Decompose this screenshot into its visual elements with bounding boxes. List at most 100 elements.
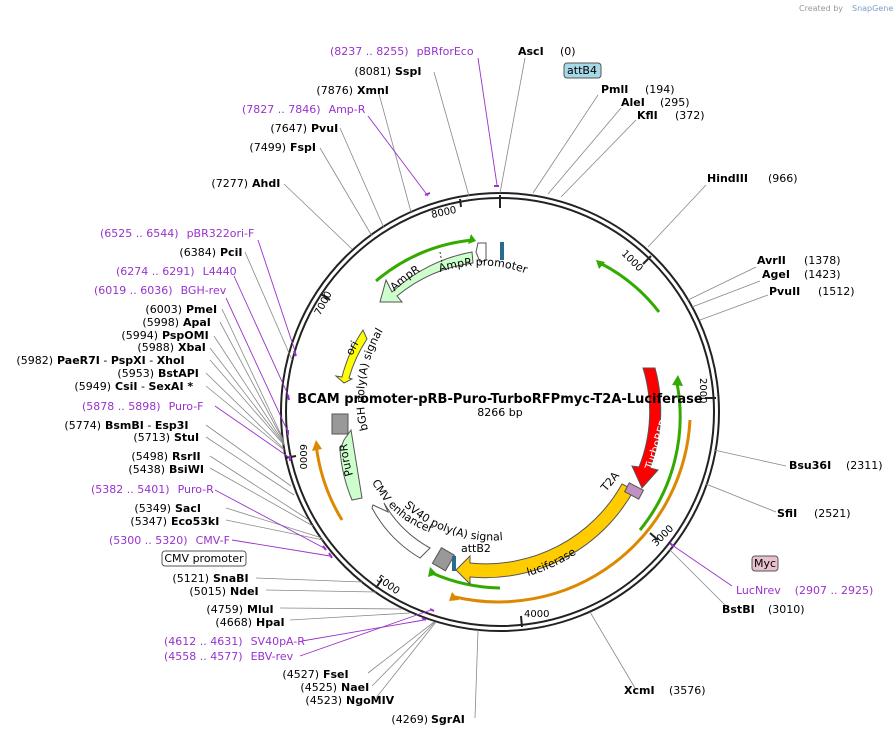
site-rsrii-pos: (5498) [131,450,168,463]
primer-bghrev: (6019 .. 6036)BGH-rev [94,284,227,297]
site-sgrai-name: SgrAI [431,713,465,726]
primer-ebvrev: (4558 .. 4577)EBV-rev [164,650,294,663]
ticks [284,195,716,628]
feature-arc-heads [312,234,683,601]
cmv-promoter-box: CMV promoter [161,550,247,567]
tick-1000: 1000 [619,248,645,274]
site-bsiwi-pos: (5438) [128,463,165,476]
site-hindiii-pos: (966) [768,172,798,185]
site-csii-pos: (5949) [74,380,111,393]
cmv-promoter-label: CMV promoter [164,552,244,565]
site-sspi-pos: (8081) [354,65,391,78]
site-snabi-pos: (5121) [172,572,209,585]
ori-feature [334,328,368,384]
site-bsu36i-pos: (2311) [846,459,883,472]
site-labels-left: SgrAI (4269) NgoMIV (4523) NaeI (4525) F… [16,65,464,726]
site-bsu36i-name: Bsu36I [789,459,831,472]
site-ahdi-pos: (7277) [211,177,248,190]
site-pcii-pos: (6384) [179,246,216,259]
primer-labels: (8237 .. 8255)pBRforEco (7827 .. 7846)Am… [82,45,873,663]
site-sfii-pos: (2521) [814,507,851,520]
ampr-promoter [475,242,504,263]
site-pmli-pos: (194) [645,83,675,96]
brand-snapgene: SnapGene [852,4,893,13]
primer-pbr322ori: (6525 .. 6544)pBR322ori-F [100,227,254,240]
site-fsei-name: FseI [323,668,349,681]
site-hpai-name: HpaI [256,616,285,629]
primer-cmvf: (5300 .. 5320)CMV-F [109,534,230,547]
primer-ampr: (7827 .. 7846)Amp-R [242,103,366,116]
site-agei-name: AgeI [762,268,790,281]
site-bsiwi-name: BsiWI [169,463,204,476]
site-pmei-pos: (6003) [145,303,182,316]
site-snabi-name: SnaBI [213,572,249,585]
primer-puror: (5382 .. 5401)Puro-R [91,483,214,496]
tick-8000: 8000 [430,205,457,221]
site-avrii-pos: (1378) [804,254,841,267]
site-bstapi-pos: (5953) [117,367,154,380]
tick-6000: 6000 [297,444,308,469]
site-bsmbi-pos: (5774) [64,419,101,432]
site-paer7i-name: PaeR7I - PspXI - XhoI [57,354,185,367]
cmv-enhancer [371,502,431,559]
site-agei-pos: (1423) [804,268,841,281]
primer-lucnrev: LucNrev(2907 .. 2925) [736,584,873,597]
site-alei-pos: (295) [660,96,690,109]
site-ndei-name: NdeI [230,585,259,598]
site-bstbi-name: BstBI [722,603,755,616]
primer-pbrforeco: (8237 .. 8255)pBRforEco [330,45,474,58]
site-paer7i-pos: (5982) [16,354,53,367]
site-bstbi-pos: (3010) [768,603,805,616]
site-pvui-pos: (7647) [270,122,307,135]
site-rsrii-name: RsrII [172,450,201,463]
site-xmni-pos: (7876) [316,84,353,97]
plasmid-title: BCAM promoter-pRB-Puro-TurboRFPmyc-T2A-L… [297,392,703,407]
site-alei-name: AleI [621,96,645,109]
myc-label: Myc [754,557,776,570]
site-pcii-name: PciI [220,246,242,259]
site-sgrai-pos: (4269) [391,713,428,726]
site-xbai-pos: (5988) [137,341,174,354]
site-bstapi-name: BstAPI [158,367,199,380]
turborfp-feature [631,367,662,489]
site-pspomi-pos: (5994) [121,329,158,342]
site-hindiii-name: HindIII [707,172,748,185]
site-pvuii-name: PvuII [769,285,800,298]
site-naei-name: NaeI [341,681,369,694]
site-kfli-pos: (372) [675,109,705,122]
site-ahdi-name: AhdI [252,177,280,190]
site-asci-pos: (0) [560,45,576,58]
site-saci-pos: (5349) [134,502,171,515]
site-xbai-name: XbaI [178,341,206,354]
site-mlui-pos: (4759) [206,603,243,616]
primer-marks [287,185,675,621]
site-eco53ki-name: Eco53kI [171,515,219,528]
tick-2000: 2000 [697,378,708,403]
primer-l4440: (6274 .. 6291)L4440 [116,265,237,278]
site-ngomiv-pos: (4523) [305,694,342,707]
site-pvui-name: PvuI [311,122,338,135]
site-saci-name: SacI [175,502,201,515]
site-xcmi-name: XcmI [624,684,655,697]
ampr-feature [379,251,474,303]
site-mlui-name: MluI [247,603,274,616]
site-pspomi-name: PspOMI [162,329,209,342]
label-attb2: attB2 [461,542,491,555]
t2a-feature [623,482,645,500]
attb4-label: attB4 [567,64,597,77]
site-avrii-name: AvrII [757,254,786,267]
site-csii-name: CsiI - SexAI * [115,380,193,393]
attb4-box: attB4 [563,62,602,79]
bgh-polya [331,413,349,435]
site-eco53ki-pos: (5347) [130,515,167,528]
site-fspi-pos: (7499) [249,141,286,154]
site-fsei-pos: (4527) [282,668,319,681]
site-ndei-pos: (5015) [189,585,226,598]
site-hpai-pos: (4668) [215,616,252,629]
site-kfli-name: KflI [637,109,658,122]
tick-4000: 4000 [524,609,549,620]
site-ngomiv-name: NgoMIV [346,694,395,707]
site-xcmi-pos: (3576) [669,684,706,697]
